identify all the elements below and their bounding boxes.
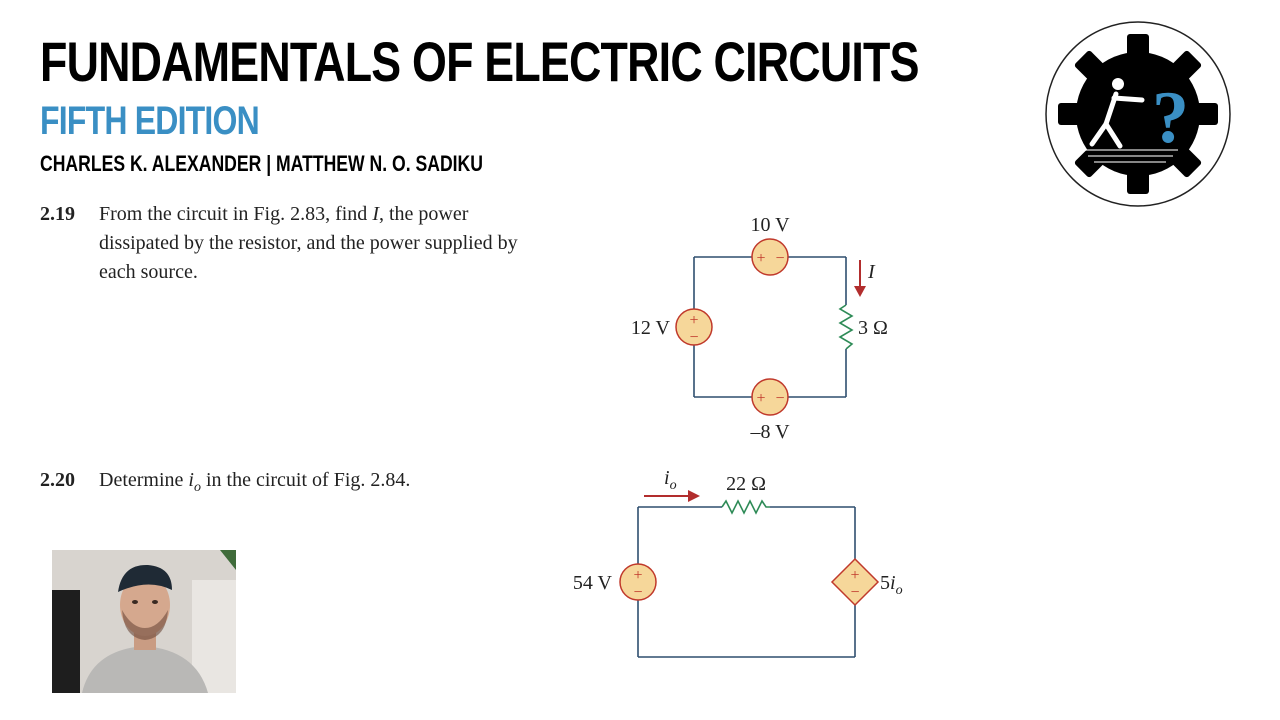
- dependent-voltage-source: + −: [830, 557, 880, 607]
- resistor-label: 3 Ω: [858, 317, 888, 339]
- resistor-22-ohm: [721, 499, 770, 515]
- plus-sign: +: [756, 250, 765, 267]
- svg-text:?: ?: [1152, 77, 1189, 159]
- minus-sign: −: [633, 584, 642, 601]
- problem-line: From the circuit in Fig. 2.83, find I, t…: [99, 203, 469, 225]
- circuit-figure-2-83: + − 10 V + − 12 V + − –8 V 3 Ω I: [631, 214, 888, 443]
- circuit-figure-2-84: 22 Ω io + − 54 V + − 5io: [573, 467, 903, 658]
- problem-text: From the circuit in Fig. 2.83, find I, t…: [99, 200, 518, 287]
- circuit-wires: [637, 506, 856, 658]
- current-arrow: [644, 490, 700, 502]
- problem-number: 2.20: [40, 469, 75, 491]
- gear-question-logo-icon: ?: [1044, 20, 1232, 208]
- edition-label: FIFTH EDITION: [40, 99, 260, 143]
- book-title: FUNDAMENTALS OF ELECTRIC CIRCUITS: [40, 30, 919, 93]
- minus-sign: −: [775, 250, 784, 267]
- plus-sign: +: [633, 567, 642, 584]
- problem-number: 2.19: [40, 203, 75, 225]
- source-label-12v: 12 V: [631, 317, 671, 339]
- problem-line: Determine io in the circuit of Fig. 2.84…: [99, 469, 411, 495]
- plus-sign: +: [689, 312, 698, 329]
- minus-sign: −: [775, 390, 784, 407]
- problem-text: Determine io in the circuit of Fig. 2.84…: [99, 466, 410, 502]
- dependent-source-label: 5io: [880, 572, 903, 598]
- voltage-source-bottom: + −: [751, 378, 789, 416]
- resistor-label: 22 Ω: [726, 473, 766, 495]
- problem-line: each source.: [99, 261, 198, 283]
- voltage-source-left: + −: [675, 308, 713, 346]
- minus-sign: −: [689, 329, 698, 346]
- circuit-wires: [693, 256, 847, 398]
- current-arrow: [854, 260, 866, 297]
- plus-sign: +: [850, 567, 859, 584]
- voltage-source-54v: + −: [619, 563, 657, 601]
- source-label-neg8v: –8 V: [749, 421, 790, 443]
- voltage-source-top: + −: [751, 238, 789, 276]
- current-label: I: [867, 261, 876, 283]
- current-label: io: [664, 467, 677, 493]
- presenter-webcam: [52, 550, 236, 693]
- source-label-54v: 54 V: [573, 572, 613, 594]
- problem-line: dissipated by the resistor, and the powe…: [99, 232, 518, 254]
- authors-label: CHARLES K. ALEXANDER | MATTHEW N. O. SAD…: [40, 151, 483, 176]
- problem-2-20: 2.20 Determine io in the circuit of Fig.…: [40, 466, 520, 496]
- resistor-3-ohm: [838, 304, 854, 350]
- plus-sign: +: [756, 390, 765, 407]
- minus-sign: −: [850, 584, 859, 601]
- source-label-10v: 10 V: [750, 214, 790, 236]
- problem-2-19: 2.19 From the circuit in Fig. 2.83, find…: [40, 200, 600, 290]
